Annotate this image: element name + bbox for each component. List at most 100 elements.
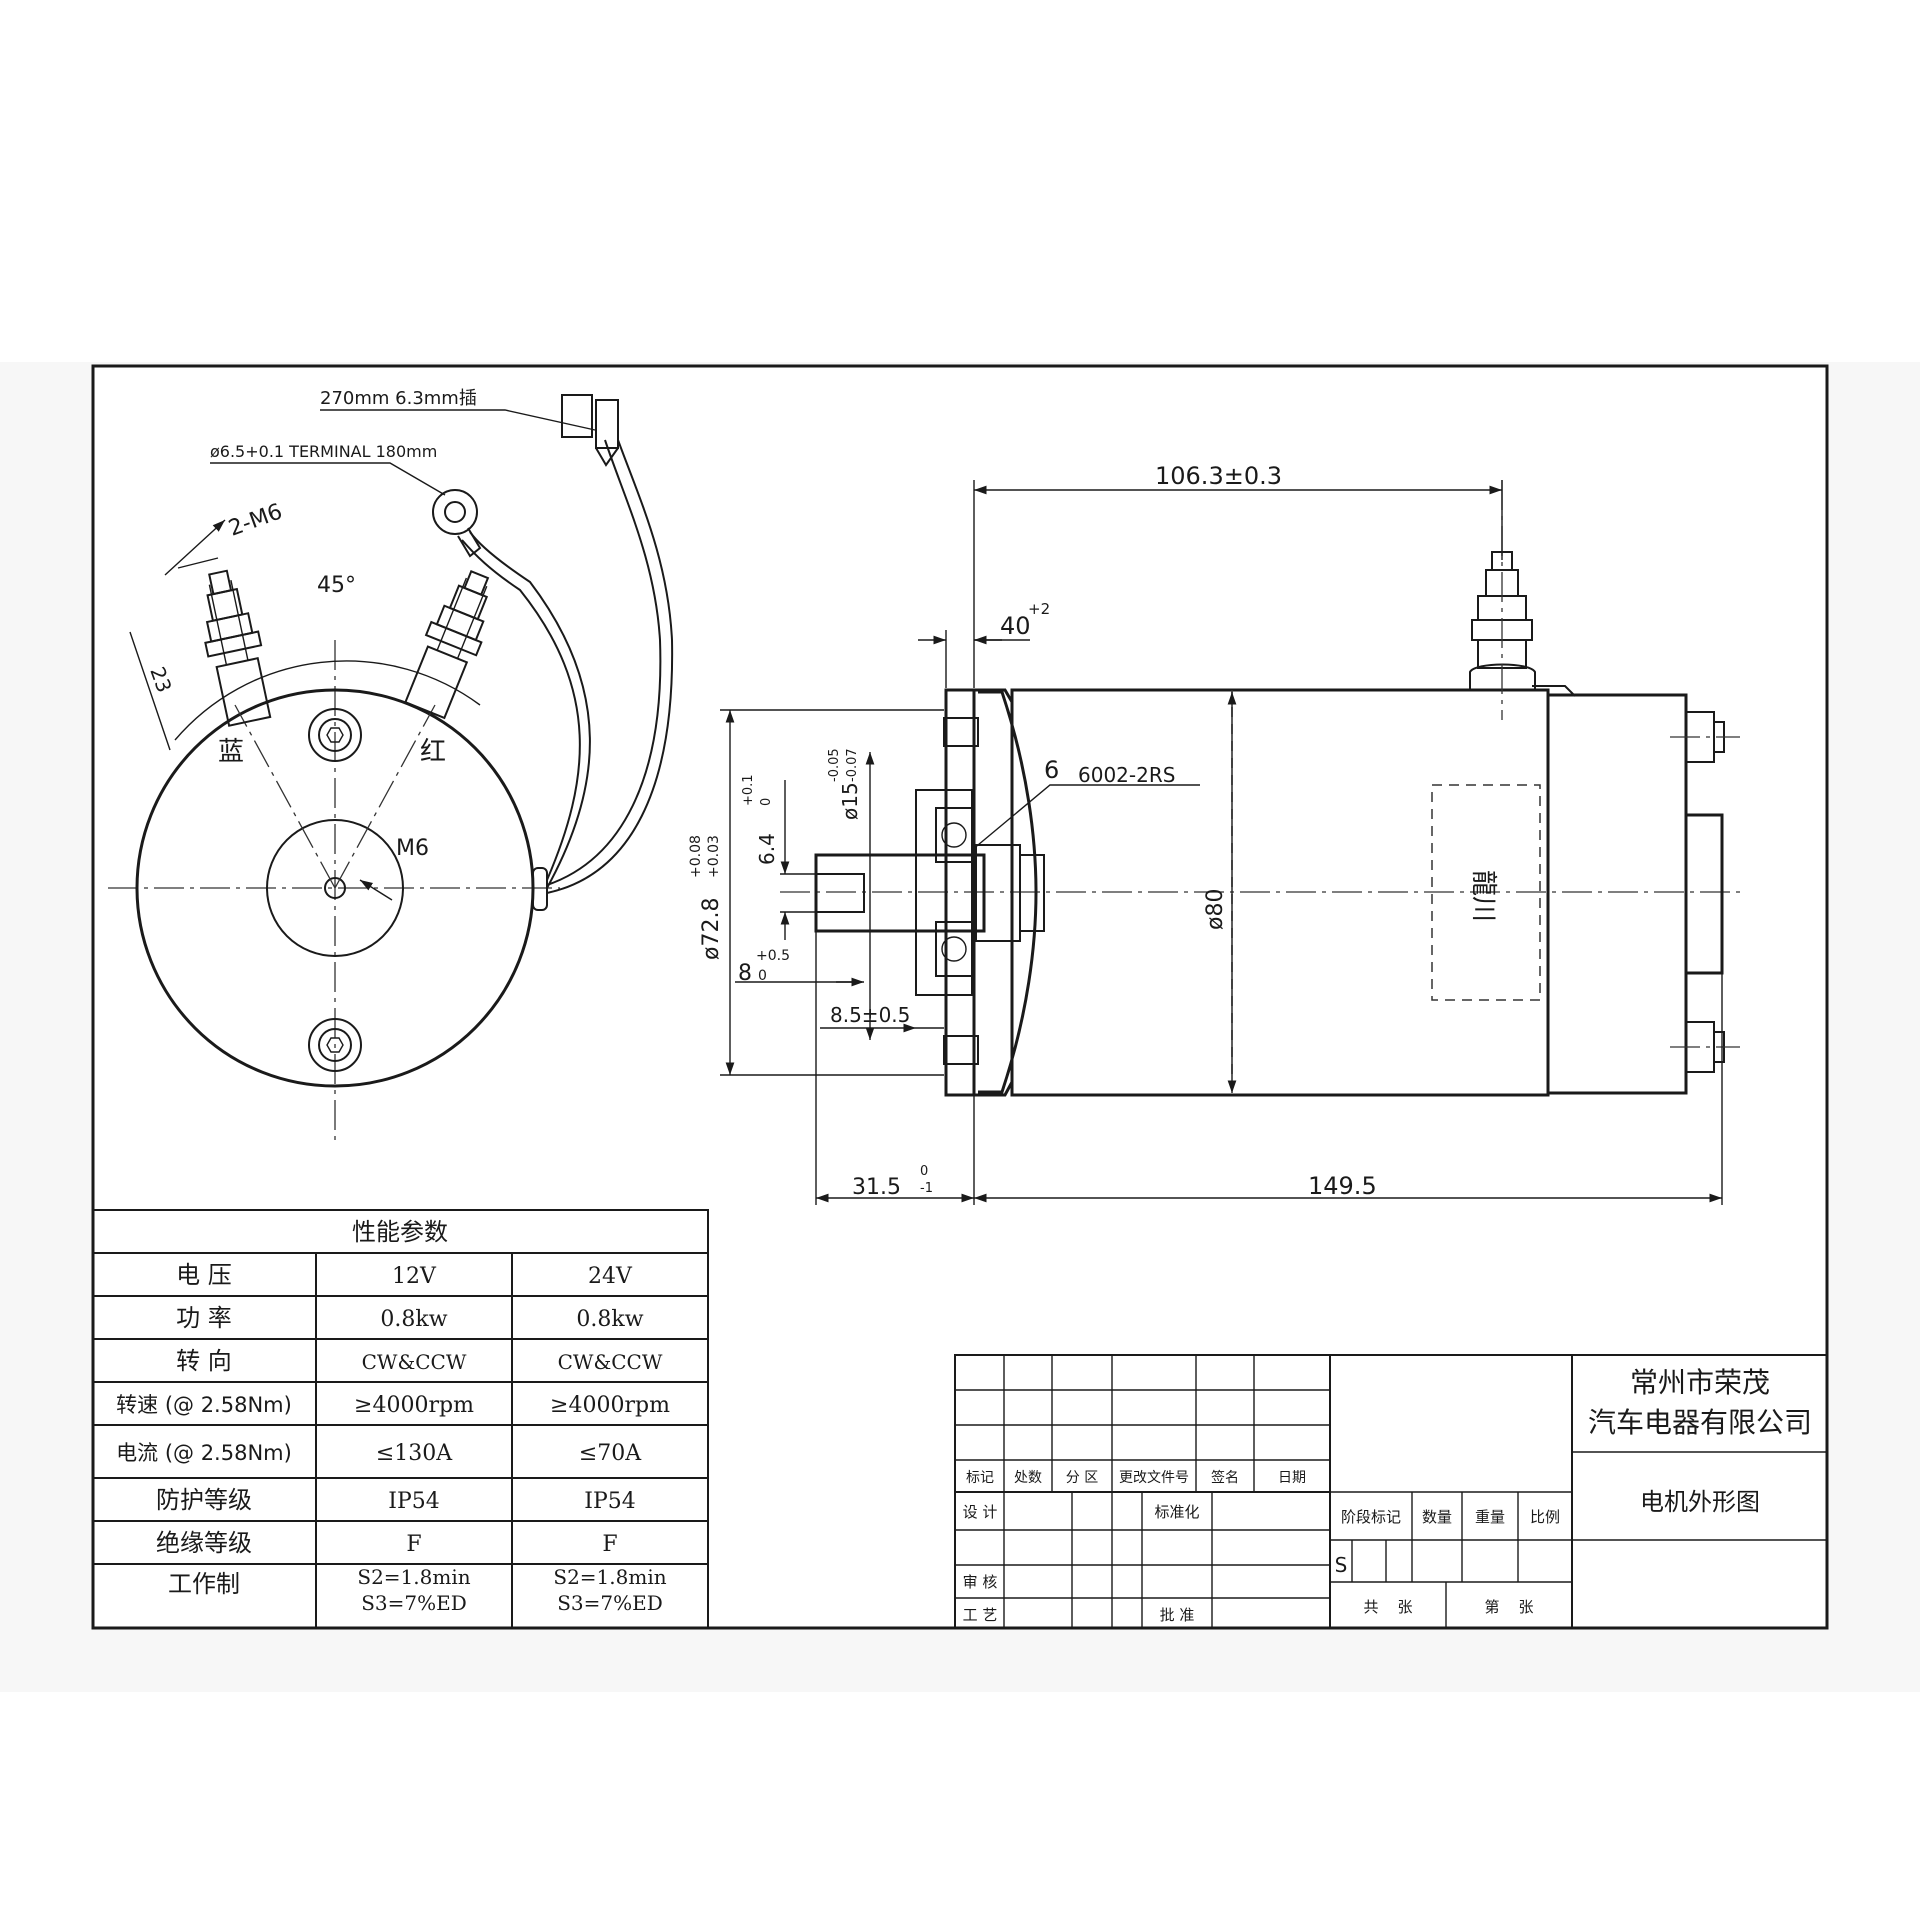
text-line: S3=7%ED — [361, 1591, 467, 1615]
dim-key-depth-tol-lower: 0 — [759, 798, 774, 806]
quantity-label: 数量 — [1422, 1508, 1452, 1526]
specs-title: 性能参数 — [352, 1218, 448, 1246]
stage-mark-label: 阶段标记 — [1341, 1508, 1401, 1526]
dim-key-depth-tol-upper: +0.1 — [741, 774, 756, 806]
pilot-boss — [915, 789, 973, 996]
spec-label: 电 压 — [176, 1261, 232, 1289]
side-view — [780, 480, 1740, 1097]
spec-value-24v: IP54 — [584, 1489, 636, 1514]
spec-row-voltage: 电 压 12V 24V — [176, 1261, 633, 1289]
dim-overall-length: 149.5 — [1308, 1172, 1377, 1200]
dim-shaft-diameter: ø15 — [838, 782, 862, 820]
company-name-line1: 常州市荣茂 — [1630, 1366, 1770, 1399]
spec-label: 转 向 — [176, 1347, 232, 1375]
terminal-red-label: 红 — [420, 737, 446, 767]
spec-value-24v: 24V — [588, 1264, 633, 1289]
weight-label: 重量 — [1475, 1508, 1505, 1526]
specs-table — [92, 1209, 709, 1629]
spec-value-12v: ≤130A — [376, 1441, 453, 1466]
dim-key-width: 8 — [738, 961, 752, 986]
dim-flange-tol: +2 — [1028, 600, 1050, 618]
rev-header-mark: 标记 — [966, 1470, 994, 1486]
bearing-label: 6002-2RS — [1078, 763, 1175, 787]
rev-header-date: 日期 — [1278, 1470, 1306, 1486]
bearing-upper — [935, 807, 973, 863]
text-line: S3=7%ED — [557, 1591, 663, 1615]
ring-terminal — [432, 489, 482, 558]
dim-key-depth: 6.4 — [755, 833, 779, 865]
spec-label: 转速 (@ 2.58Nm) — [116, 1393, 292, 1417]
flange-bolt-top — [943, 717, 979, 747]
spec-value-24v: F — [602, 1532, 617, 1557]
dim-key-length: 8.5±0.5 — [830, 1003, 910, 1027]
spec-label: 工作制 — [168, 1570, 240, 1598]
wire-label-leader — [320, 409, 596, 431]
spec-row-protection: 防护等级 IP54 IP54 — [156, 1486, 636, 1514]
dim-key-width-tol-lower: 0 — [758, 968, 767, 984]
spec-label: 电流 (@ 2.58Nm) — [116, 1441, 292, 1465]
dim-bearing-six: 6 — [1044, 756, 1059, 784]
spec-value-24v: ≥4000rpm — [550, 1393, 670, 1418]
spec-value-12v: ≥4000rpm — [354, 1393, 474, 1418]
front-view — [108, 394, 674, 1140]
rev-header-sign: 签名 — [1211, 1469, 1239, 1486]
dim-body-diameter: ø80 — [1203, 889, 1228, 930]
stage-value: S — [1335, 1553, 1348, 1577]
rear-bolt-top — [1670, 711, 1740, 763]
terminal-stud-left — [204, 569, 272, 727]
dim-body-length: 106.3±0.3 — [1155, 462, 1282, 490]
rev-header-zone: 分 区 — [1066, 1470, 1098, 1486]
terminal-stud-right — [404, 569, 490, 720]
drawing-border — [91, 364, 1829, 1630]
sheet-number: 第 张 — [1484, 1598, 1533, 1616]
dim-pilot-diameter: ø72.8 — [699, 898, 724, 960]
spec-value-24v: ≤70A — [579, 1441, 642, 1466]
standardization-label: 标准化 — [1154, 1503, 1199, 1521]
title-block — [954, 1354, 1828, 1629]
mounting-flange — [944, 688, 976, 1097]
review-label: 审 核 — [963, 1573, 998, 1591]
process-label: 工 艺 — [963, 1606, 998, 1624]
spec-value-24v: 0.8kw — [576, 1307, 643, 1332]
spec-value-12v: CW&CCW — [362, 1350, 467, 1374]
bolt-top — [308, 708, 362, 762]
text-line: S2=1.8min — [553, 1565, 666, 1589]
dim-flange-depth: 40 — [1000, 612, 1031, 640]
wire-2 — [461, 539, 581, 881]
text-line: S2=1.8min — [357, 1565, 470, 1589]
spec-label: 绝缘等级 — [156, 1529, 252, 1557]
dim-shaft-length-tol-upper: 0 — [920, 1164, 928, 1179]
spec-value-12v: 12V — [392, 1264, 437, 1289]
bearing-lower — [935, 921, 973, 977]
hub-circle — [266, 819, 404, 957]
dim-pilot-tol-lower: +0.03 — [706, 835, 722, 878]
spec-label: 防护等级 — [156, 1486, 252, 1514]
spec-row-speed: 转速 (@ 2.58Nm) ≥4000rpm ≥4000rpm — [116, 1393, 670, 1418]
design-label: 设 计 — [963, 1503, 998, 1521]
terminal-spec-label: ø6.5+0.1 TERMINAL 180mm — [210, 442, 437, 461]
rear-boss — [1684, 813, 1724, 975]
wire-1 — [546, 439, 662, 886]
angle-arc — [174, 660, 481, 741]
flange-bolt-bottom — [943, 1035, 979, 1065]
angle-label: 45° — [317, 573, 356, 598]
terminal-blue-label: 蓝 — [218, 737, 244, 767]
wire-grommet — [532, 867, 548, 911]
dim-shaft-length: 31.5 — [852, 1175, 901, 1200]
sheets-total: 共 张 — [1363, 1598, 1412, 1616]
spec-row-power: 功 率 0.8kw 0.8kw — [176, 1304, 644, 1332]
spade-terminal — [561, 394, 619, 467]
dim-shaft-length-tol-lower: -1 — [920, 1181, 933, 1196]
dim-pilot-tol-upper: +0.08 — [688, 835, 704, 878]
rear-bolt-bottom — [1670, 1021, 1740, 1073]
brand-text: 龍川 — [1468, 870, 1498, 922]
dim-shaft-tol-lower: -0.07 — [845, 748, 860, 782]
drawing-name: 电机外形图 — [1640, 1488, 1760, 1516]
rev-header-count: 处数 — [1014, 1470, 1042, 1486]
front-end-cap — [978, 690, 1038, 1094]
